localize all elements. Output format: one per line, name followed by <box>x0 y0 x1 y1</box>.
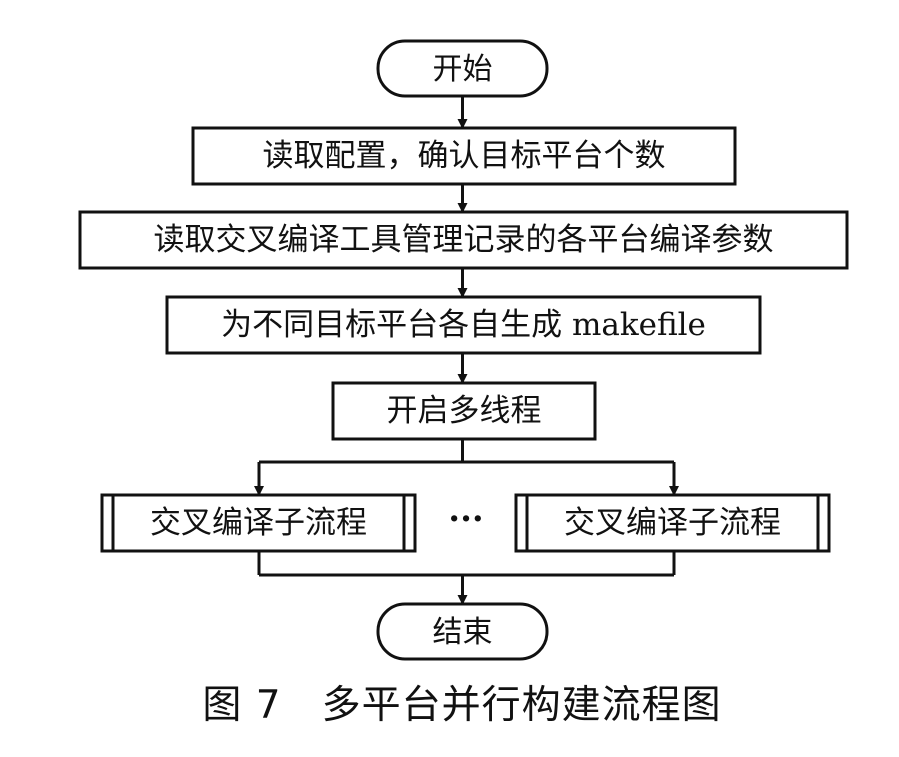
process-generate-makefile-box <box>165 295 762 355</box>
process-read-config-box <box>191 126 737 186</box>
figure-caption: 图 7 多平台并行构建流程图 <box>202 683 721 728</box>
fork-connector <box>254 439 679 496</box>
subprocess-left-label: 交叉编译子流程 <box>150 505 367 541</box>
process-read-config: 读取配置，确认目标平台个数 <box>191 126 737 186</box>
start-terminal: 开始 <box>376 39 549 98</box>
process-start-multithreading-label: 开启多线程 <box>387 393 542 429</box>
start-terminal-label: 开始 <box>433 52 493 87</box>
subprocess-right-label: 交叉编译子流程 <box>564 505 781 541</box>
end-terminal: 结束 <box>376 602 549 661</box>
parallel-ellipsis: ··· <box>448 499 484 539</box>
process-generate-makefile-label: 为不同目标平台各自生成 makefile <box>221 307 706 343</box>
process-start-multithreading: 开启多线程 <box>331 381 597 441</box>
process-read-compile-params: 读取交叉编译工具管理记录的各平台编译参数 <box>78 210 849 270</box>
process-read-config-label: 读取配置，确认目标平台个数 <box>263 138 666 174</box>
process-generate-makefile: 为不同目标平台各自生成 makefile <box>165 295 762 355</box>
subprocess-right: 交叉编译子流程 <box>514 493 831 553</box>
end-terminal-label: 结束 <box>433 615 493 650</box>
subprocess-left: 交叉编译子流程 <box>100 493 417 553</box>
join-connector <box>257 551 676 605</box>
process-read-compile-params-label: 读取交叉编译工具管理记录的各平台编译参数 <box>154 222 774 258</box>
subprocess-left-box <box>100 493 417 553</box>
end-terminal-shape <box>376 602 549 661</box>
